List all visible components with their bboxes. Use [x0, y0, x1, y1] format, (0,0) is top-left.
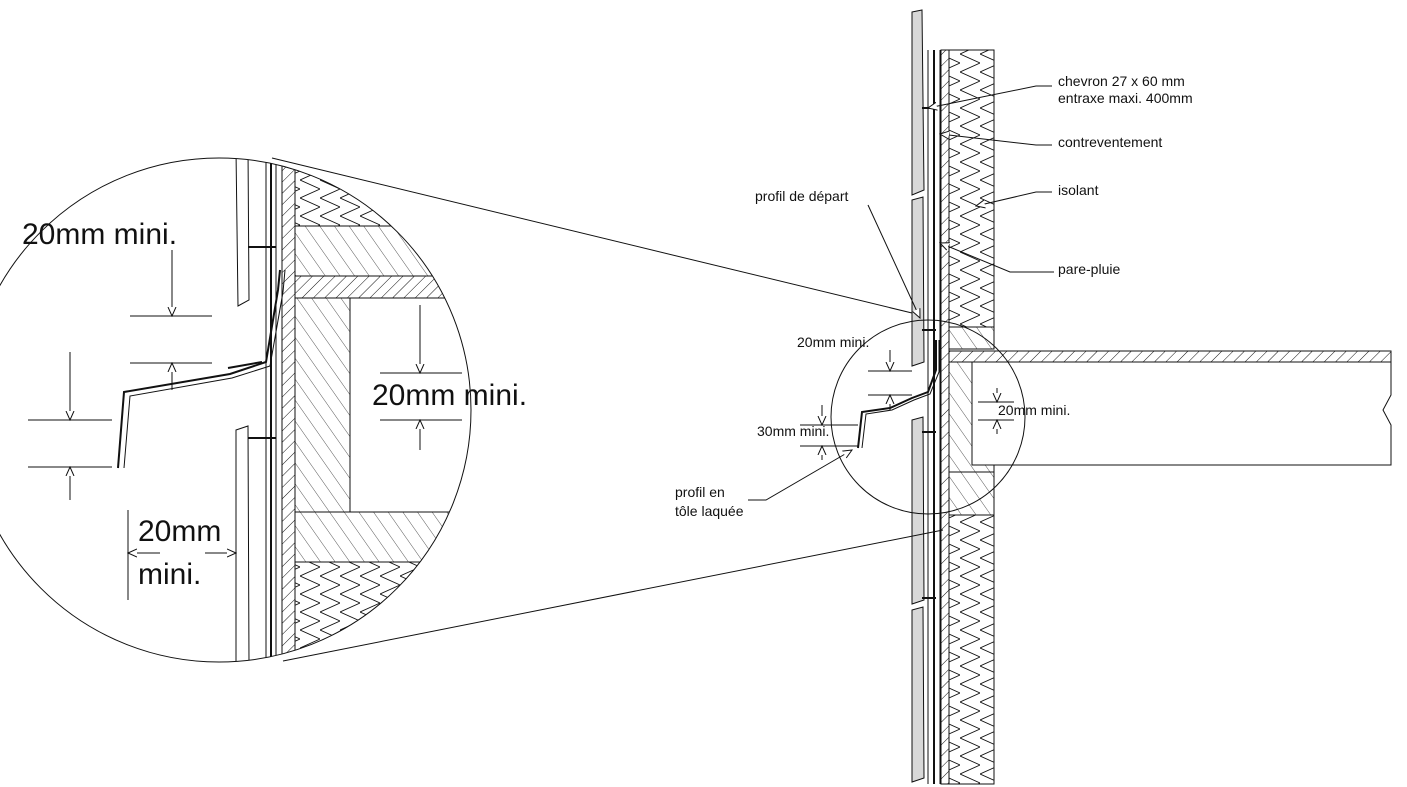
- label-dim-20-small-top: 20mm mini.: [797, 334, 869, 350]
- label-pare-pluie: pare-pluie: [1058, 261, 1120, 277]
- label-isolant: isolant: [1058, 182, 1099, 198]
- wall-section: [857, 9, 1392, 785]
- label-dim-20-large-top: 20mm mini.: [22, 218, 177, 251]
- label-dim-20-large-bottom-line2: mini.: [138, 558, 201, 591]
- label-dim-20-large-bottom-line1: 20mm: [138, 515, 221, 548]
- label-dim-30-small: 30mm mini.: [757, 423, 829, 439]
- label-profil-tole-line1: profil en: [675, 484, 725, 500]
- label-dim-20-large-right: 20mm mini.: [372, 379, 527, 412]
- zoom-line-bottom: [282, 529, 944, 662]
- label-chevron-line1: chevron 27 x 60 mm: [1058, 73, 1185, 89]
- dimension-lines-small: [800, 350, 1014, 460]
- label-profil-tole-line2: tôle laquée: [675, 503, 744, 519]
- label-contreventement: contreventement: [1058, 134, 1162, 150]
- label-dim-20-small-right: 20mm mini.: [998, 402, 1070, 418]
- zoom-line-top: [271, 157, 913, 314]
- label-chevron-line2: entraxe maxi. 400mm: [1058, 90, 1193, 106]
- detail-circle-small: [830, 319, 1026, 515]
- dimension-lines-large: [28, 250, 462, 600]
- detail-circle-large: [0, 157, 472, 663]
- label-profil-depart: profil de départ: [755, 188, 849, 204]
- leader-lines: [748, 85, 1054, 501]
